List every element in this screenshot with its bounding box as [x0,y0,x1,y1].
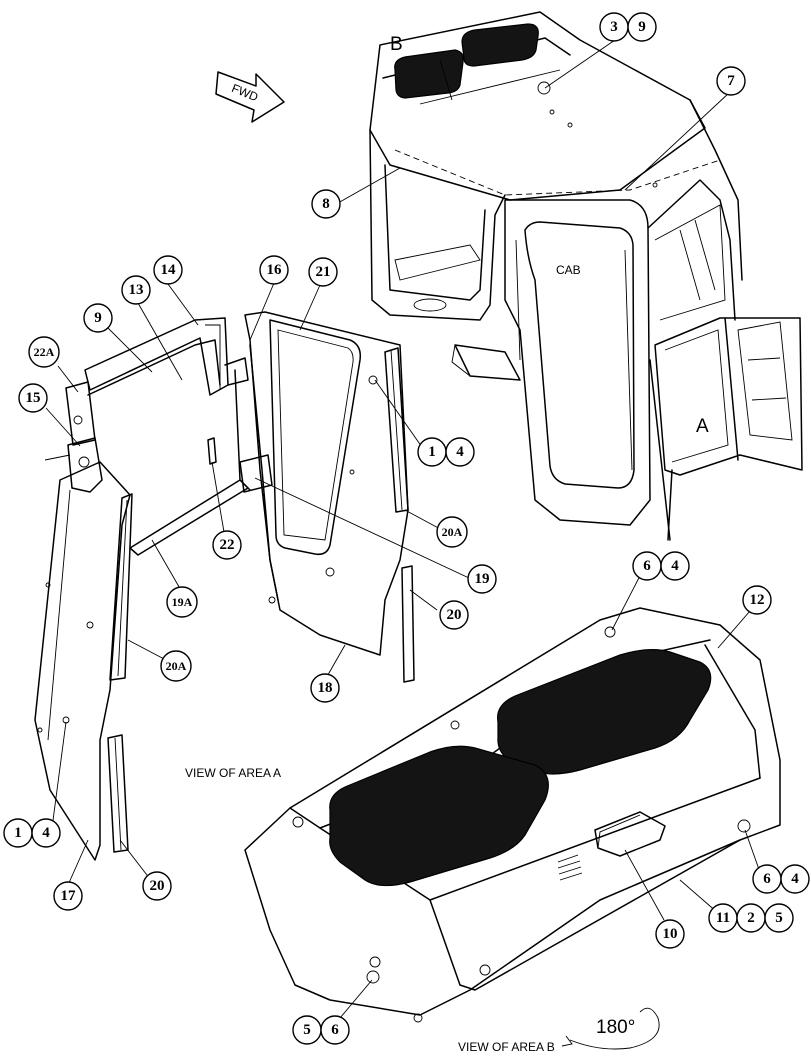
callout-19: 19 [467,564,497,594]
svg-text:14: 14 [161,262,177,278]
forward-arrow-icon: FWD [215,71,285,123]
leader-lines [45,39,762,1019]
callout-21: 21 [308,257,338,287]
svg-text:22: 22 [220,537,235,553]
callout-1-low: 1 [3,818,33,848]
svg-text:1: 1 [428,444,436,460]
area-b-housing: 180° [244,607,781,1050]
svg-text:20A: 20A [442,525,463,539]
svg-text:18: 18 [318,680,333,696]
svg-text:20A: 20A [166,659,187,673]
svg-text:4: 4 [671,558,679,574]
svg-text:22A: 22A [34,345,55,359]
view-area-a-caption: VIEW OF AREA A [185,766,281,780]
svg-text:5: 5 [303,1022,311,1038]
callout-4-right: 4 [780,864,810,894]
callout-6-top: 6 [632,551,662,581]
svg-text:20: 20 [447,607,462,623]
svg-text:3: 3 [610,19,618,35]
svg-text:17: 17 [61,888,77,904]
svg-text:9: 9 [638,19,646,35]
area-b-marker: B [390,34,403,55]
callout-4-top: 4 [660,551,690,581]
svg-text:4: 4 [791,871,799,887]
callout-20a-right: 20A [436,516,468,548]
cab-label: CAB [556,263,581,277]
svg-text:9: 9 [94,310,102,326]
svg-text:2: 2 [747,910,755,926]
callout-12: 12 [742,585,772,615]
svg-text:7: 7 [727,73,735,89]
callout-9: 9 [83,303,113,333]
callout-8: 8 [311,189,341,219]
svg-text:16: 16 [267,262,283,278]
svg-text:13: 13 [129,282,144,298]
callout-4-mid: 4 [445,437,475,467]
callout-20-mid: 20 [439,600,469,630]
svg-text:11: 11 [716,910,730,926]
svg-text:8: 8 [322,196,330,212]
svg-text:6: 6 [643,558,651,574]
callout-5-right: 5 [764,903,794,933]
callout-10: 10 [655,919,685,949]
svg-text:12: 12 [750,592,765,608]
callout-1-mid: 1 [417,437,447,467]
callout-22a: 22A [28,336,60,368]
svg-text:5: 5 [775,910,783,926]
area-a-parts [34,311,415,861]
callout-6-right: 6 [752,864,782,894]
svg-text:19A: 19A [172,595,193,609]
svg-text:4: 4 [456,444,464,460]
callout-3: 3 [599,12,629,42]
callout-6-bottom: 6 [320,1015,350,1045]
svg-text:20: 20 [150,878,165,894]
svg-text:21: 21 [316,264,331,280]
callout-5-bottom: 5 [292,1015,322,1045]
svg-text:15: 15 [26,390,41,406]
cab-assembly: CAB A B [369,11,803,541]
callout-16: 16 [259,255,289,285]
callout-18: 18 [310,673,340,703]
callout-7: 7 [716,66,746,96]
svg-text:1: 1 [14,825,22,841]
callout-13: 13 [121,275,151,305]
callout-22: 22 [212,530,242,560]
svg-text:10: 10 [663,926,678,942]
svg-text:6: 6 [763,871,771,887]
svg-text:6: 6 [331,1022,339,1038]
view-area-b-caption: VIEW OF AREA B [458,1040,555,1054]
callout-14: 14 [153,255,183,285]
callout-4-low: 4 [31,818,61,848]
callout-15: 15 [18,383,48,413]
rotation-label: 180° [596,1017,635,1038]
callout-2: 2 [736,903,766,933]
area-a-marker: A [696,416,709,437]
callout-20-low: 20 [142,871,172,901]
callout-19a: 19A [166,586,198,618]
callout-11: 11 [708,903,738,933]
callout-20a-left: 20A [160,650,192,682]
callout-17: 17 [53,881,83,911]
svg-text:19: 19 [475,571,490,587]
callout-9-top: 9 [627,12,657,42]
svg-text:4: 4 [42,825,50,841]
